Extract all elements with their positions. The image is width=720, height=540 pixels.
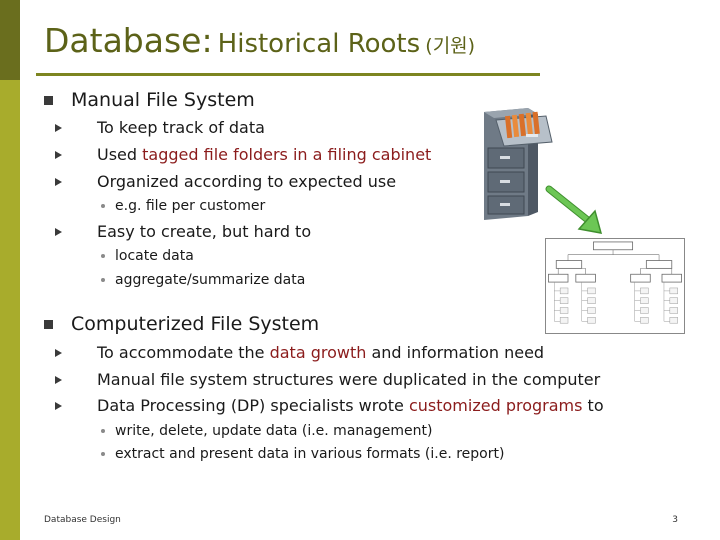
sub-bullet-text: e.g. file per customer	[115, 198, 266, 214]
bullet-text: Data Processing (DP) specialists wrote c…	[97, 396, 604, 415]
footer-course-name: Database Design	[44, 515, 121, 525]
triangle-bullet-icon	[55, 151, 62, 159]
sub-bullet-text: extract and present data in various form…	[115, 446, 505, 462]
dot-bullet-icon	[101, 452, 105, 456]
triangle-bullet-icon	[55, 178, 62, 186]
bullet-text: Easy to create, but hard to	[97, 222, 312, 241]
title-underline	[36, 73, 540, 76]
dot-bullet-icon	[101, 278, 105, 282]
sub-bullet-text: locate data	[115, 248, 194, 264]
bullet-text: Manual file system structures were dupli…	[97, 370, 601, 389]
left-accent-bar-top	[0, 0, 20, 80]
section-heading: Manual File System	[71, 89, 255, 111]
dot-bullet-icon	[101, 429, 105, 433]
bullet-text: To keep track of data	[97, 118, 265, 137]
sub-bullet-text: aggregate/summarize data	[115, 272, 306, 288]
triangle-bullet-icon	[55, 376, 62, 384]
square-bullet-icon	[44, 320, 53, 329]
slide-title: Database: Historical Roots (기원)	[44, 24, 475, 57]
bullet-text: Used tagged file folders in a filing cab…	[97, 145, 432, 164]
dot-bullet-icon	[101, 204, 105, 208]
title-main: Database:	[44, 21, 213, 60]
filing-cabinet-icon	[484, 108, 553, 220]
bullet-text: Organized according to expected use	[97, 172, 397, 191]
sub-bullet-text: write, delete, update data (i.e. managem…	[115, 423, 433, 439]
dot-bullet-icon	[101, 254, 105, 258]
highlight-text: customized programs	[408, 396, 583, 415]
triangle-bullet-icon	[55, 402, 62, 410]
triangle-bullet-icon	[55, 228, 62, 236]
triangle-bullet-icon	[55, 124, 62, 132]
highlight-text: tagged file folders in a filing cabinet	[142, 145, 432, 164]
title-korean: (기원)	[425, 35, 476, 57]
title-sub: Historical Roots	[217, 29, 421, 59]
square-bullet-icon	[44, 96, 53, 105]
hierarchy-diagram-icon	[545, 238, 685, 334]
bullet-text: To accommodate the data growth and infor…	[97, 343, 545, 362]
triangle-bullet-icon	[55, 349, 62, 357]
left-accent-bar-bottom	[0, 80, 20, 540]
section-heading: Computerized File System	[71, 313, 320, 335]
highlight-text: data growth	[269, 343, 367, 362]
page-number: 3	[672, 515, 678, 525]
arrow-down-right-icon	[545, 185, 603, 234]
